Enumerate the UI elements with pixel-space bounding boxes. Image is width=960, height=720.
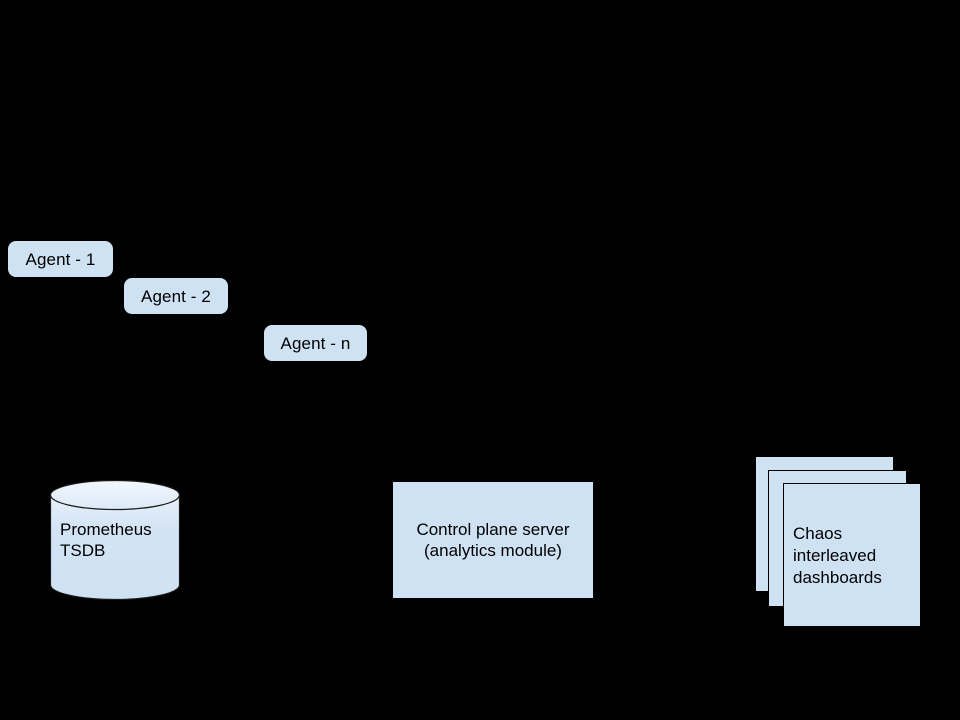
node-chaos-dashboards[interactable]: Chaos interleaved dashboards [750,450,930,635]
node-control-plane-server-label: Control plane server (analytics module) [416,520,570,560]
node-agent-1-label: Agent - 1 [25,249,96,269]
dashboard-layer-front[interactable] [783,483,921,627]
node-control-plane-server[interactable]: Control plane server (analytics module) [393,482,593,598]
node-chaos-dashboards-label: Chaos interleaved dashboards [793,524,882,587]
node-agent-n[interactable]: Agent - n [264,325,367,361]
node-agent-2-label: Agent - 2 [141,286,211,306]
node-agent-2[interactable]: Agent - 2 [124,278,228,314]
node-agent-1[interactable]: Agent - 1 [8,241,113,277]
cylinder-icon [50,480,180,600]
node-prometheus-tsdb-label: Prometheus TSDB [60,520,152,560]
node-prometheus-tsdb[interactable]: Prometheus TSDB [50,480,180,600]
node-agent-n-label: Agent - n [280,333,351,353]
